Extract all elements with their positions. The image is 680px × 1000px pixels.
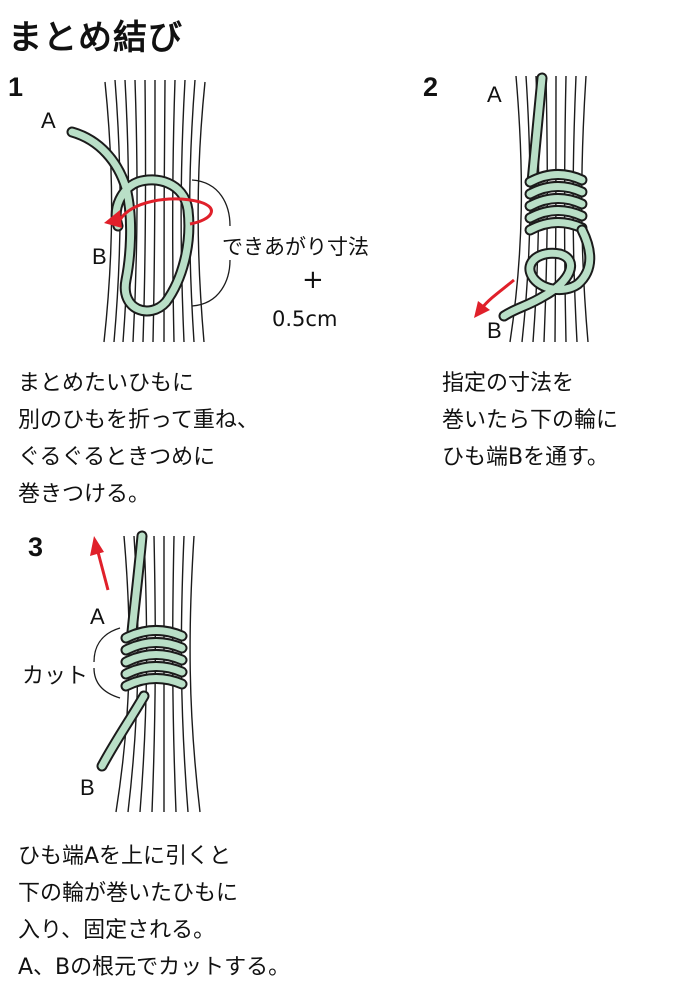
arrow-head (474, 301, 490, 318)
pull-up-arrow (96, 551, 110, 591)
caption-line: 入り、固定される。 (18, 918, 216, 943)
caption-line: 別のひもを折って重ね、 (18, 408, 259, 433)
step-1-illustration (66, 79, 231, 343)
caption-line: ひも端Aを上に引くと (18, 844, 232, 869)
measure-brackets (191, 179, 231, 307)
pull-arrow (480, 278, 515, 309)
step-3-number: 3 (28, 532, 44, 562)
arrow-head (104, 210, 122, 228)
step-1-number: 1 (8, 72, 24, 102)
step-2-label-a: A (487, 82, 502, 107)
caption-line: ぐるぐるときつめに (18, 445, 216, 470)
step-2-illustration (474, 72, 596, 343)
wrap-arrow (118, 197, 213, 226)
step-2-number: 2 (423, 72, 439, 102)
finished-knot (96, 530, 188, 772)
step-1-label-a: A (41, 108, 56, 133)
caption-line: 巻きつける。 (18, 482, 151, 507)
step-3-label-a: A (90, 604, 105, 629)
page-title: まとめ結び (8, 18, 183, 58)
caption-line: A、Bの根元でカットする。 (18, 955, 291, 980)
caption-line: ひも端Bを通す。 (442, 445, 609, 470)
caption-line: 巻いたら下の輪に (442, 408, 619, 433)
caption-line: まとめたいひもに (18, 371, 195, 396)
step-3-illustration (90, 530, 201, 813)
coil (498, 72, 596, 322)
step-2-caption: 指定の寸法を 巻いたら下の輪に ひも端Bを通す。 (442, 365, 618, 476)
arrow-head (90, 536, 104, 556)
finished-size-label: できあがり寸法 (222, 235, 369, 259)
step-2-label-b: B (487, 318, 502, 343)
cut-brackets (93, 627, 121, 699)
step-1-label-b: B (92, 244, 107, 269)
step-3-caption: ひも端Aを上に引くと 下の輪が巻いたひもに 入り、固定される。 A、Bの根元でカ… (18, 838, 290, 986)
caption-line: 指定の寸法を (442, 371, 575, 396)
caption-line: 下の輪が巻いたひもに (18, 881, 239, 906)
step-3-label-b: B (80, 775, 95, 800)
cord (66, 126, 195, 317)
plus-sign: + (302, 265, 324, 295)
step-1-caption: まとめたいひもに 別のひもを折って重ね、 ぐるぐるときつめに 巻きつける。 (18, 365, 259, 513)
extra-length-label: 0.5cm (272, 307, 338, 331)
cut-label: カット (22, 664, 89, 689)
